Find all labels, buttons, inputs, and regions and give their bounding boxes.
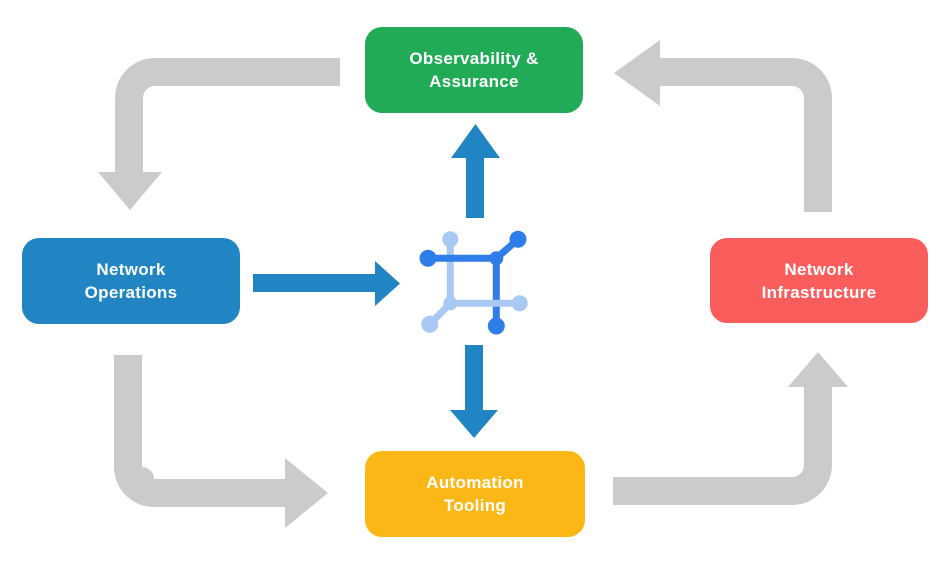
node-automation-label: Automation Tooling xyxy=(426,473,524,515)
flow-arrow-operations-to-center xyxy=(253,261,400,306)
node-observability-assurance: Observability & Assurance xyxy=(365,27,583,113)
cycle-arrow-infrastructure-to-observability xyxy=(614,40,832,212)
flow-arrow-center-to-automation xyxy=(450,345,498,438)
mesh-light-bottom-group xyxy=(421,295,528,333)
node-automation-tooling: Automation Tooling xyxy=(365,451,585,537)
node-network-infrastructure: Network Infrastructure xyxy=(710,238,928,323)
node-network-operations: Network Operations xyxy=(22,238,240,324)
node-operations-label: Network Operations xyxy=(84,260,178,302)
node-observability-label: Observability & Assurance xyxy=(409,49,539,91)
flow-arrow-center-to-observability xyxy=(451,124,500,218)
network-mesh-icon xyxy=(419,230,528,335)
node-infrastructure-label: Network Infrastructure xyxy=(761,259,877,302)
cycle-arrow-automation-to-infrastructure xyxy=(613,352,848,505)
cycle-arrow-observability-to-operations xyxy=(98,58,340,210)
mesh-light-vertical-group xyxy=(442,231,459,307)
cycle-arrow-operations-to-automation xyxy=(114,355,328,528)
mesh-dark-group xyxy=(419,230,527,335)
